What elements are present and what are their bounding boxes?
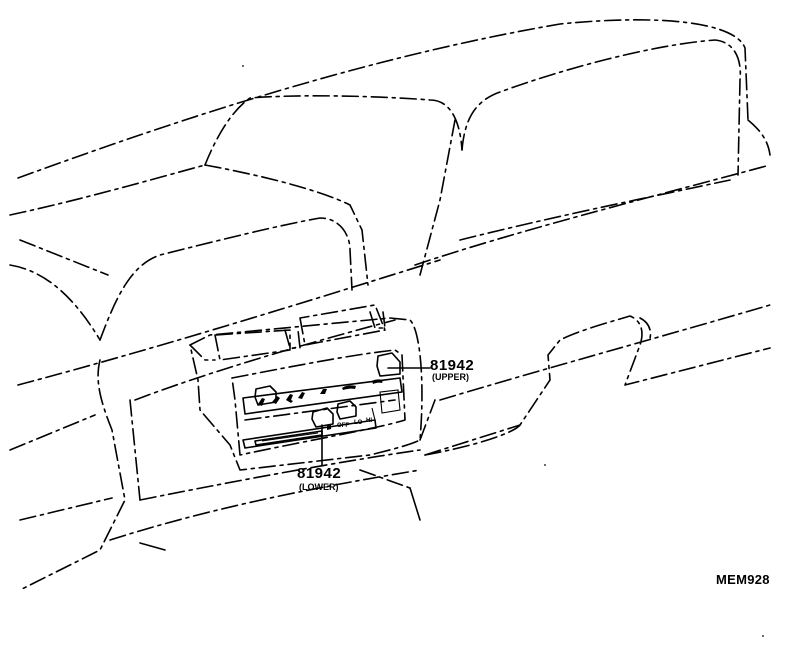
- callout-upper-part-number: 81942: [430, 357, 474, 374]
- recirculation-icon: [342, 385, 356, 390]
- defrost-mode-icon: [320, 389, 327, 394]
- fan-icon: [327, 424, 331, 430]
- callout-lower-position: (LOWER): [299, 482, 339, 492]
- foot-mode-icon: [286, 394, 293, 403]
- callout-lower-part-number: 81942: [297, 465, 341, 482]
- foot-defrost-mode-icon: [298, 392, 305, 399]
- heater-control-panel: OFF LO HI: [189, 304, 423, 471]
- speck: [242, 65, 244, 67]
- figure-code: MEM928: [716, 572, 770, 587]
- upper-right-knob: [376, 352, 401, 377]
- callout-upper-position: (UPPER): [432, 372, 469, 382]
- mode-icons: [258, 379, 383, 406]
- speck: [544, 464, 546, 466]
- upper-control-strip: [242, 377, 403, 415]
- bilevel-mode-icon: [272, 396, 280, 404]
- lower-left-knob: [311, 407, 334, 428]
- fresh-air-icon: [372, 379, 383, 384]
- panel-label-off: OFF: [337, 423, 349, 429]
- speck: [762, 635, 764, 637]
- face-mode-icon: [258, 398, 265, 406]
- panel-label-lo: LO: [354, 420, 363, 426]
- lower-right-knob: [336, 400, 357, 420]
- callout-upper: 81942 (UPPER): [387, 357, 474, 382]
- panel-label-hi: HI: [366, 418, 372, 424]
- dashboard-outline: [9, 19, 771, 591]
- callout-lower: 81942 (LOWER): [297, 424, 341, 492]
